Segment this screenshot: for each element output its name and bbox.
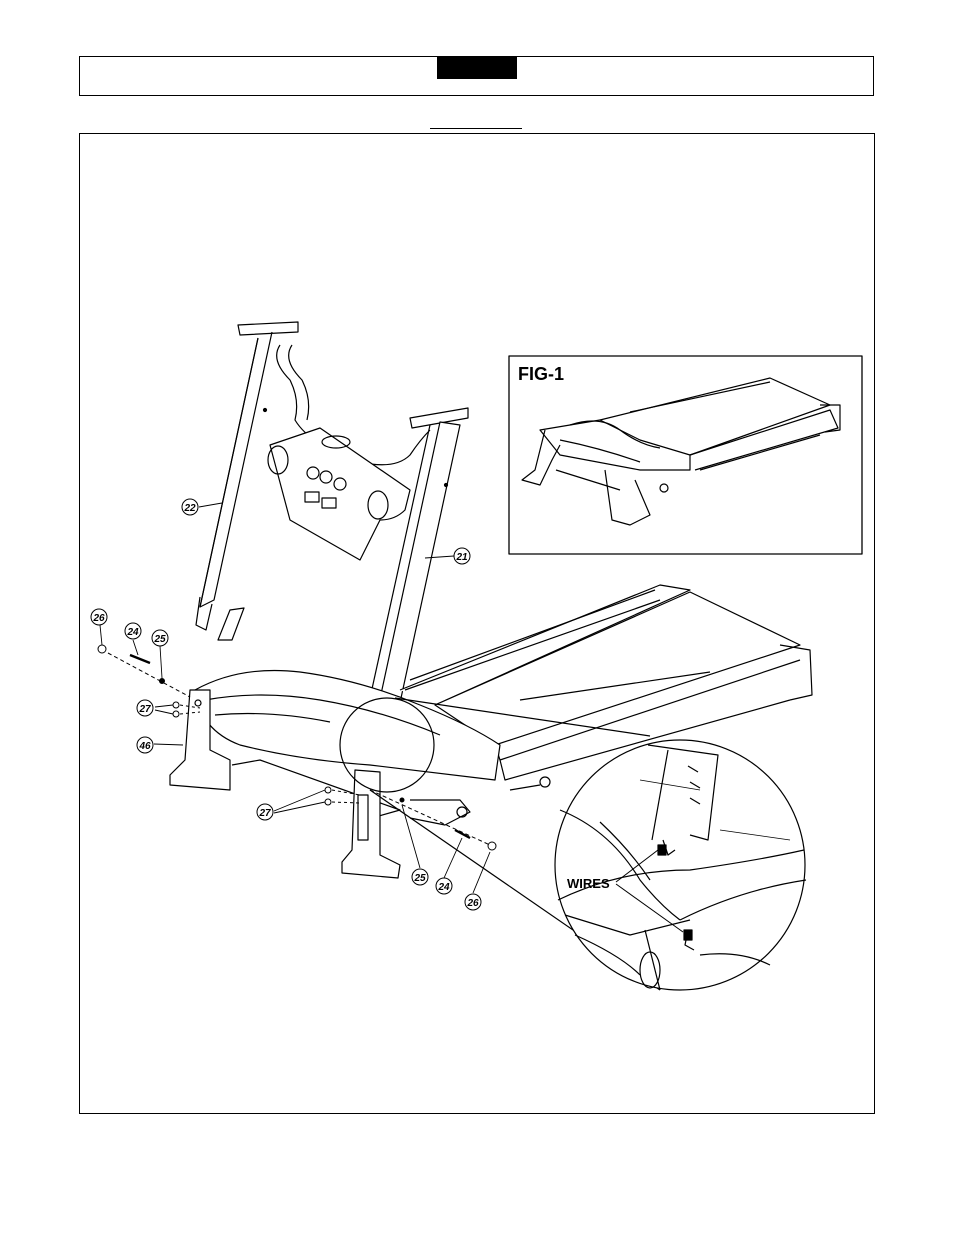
callout-26-label: 26 <box>92 613 105 624</box>
callout-27b-label: 27 <box>258 808 271 819</box>
callout-27-label: 27 <box>138 704 151 715</box>
fig1-treadmill-drawing <box>522 378 840 525</box>
callout-24-label: 24 <box>126 627 139 638</box>
callout-22-label: 22 <box>183 503 196 514</box>
callout-21-label: 21 <box>455 552 468 563</box>
callout-26b-label: 26 <box>466 898 479 909</box>
callout-25-label: 25 <box>153 634 166 645</box>
callout-24b-label: 24 <box>437 882 450 893</box>
fig1-label: FIG-1 <box>518 364 564 385</box>
wires-label: WIRES <box>567 876 610 891</box>
right-upright-21 <box>370 408 468 712</box>
callout-25b-label: 25 <box>413 873 426 884</box>
console-assembly <box>268 345 430 560</box>
callout-46-label: 46 <box>138 741 151 752</box>
right-base <box>342 770 400 878</box>
